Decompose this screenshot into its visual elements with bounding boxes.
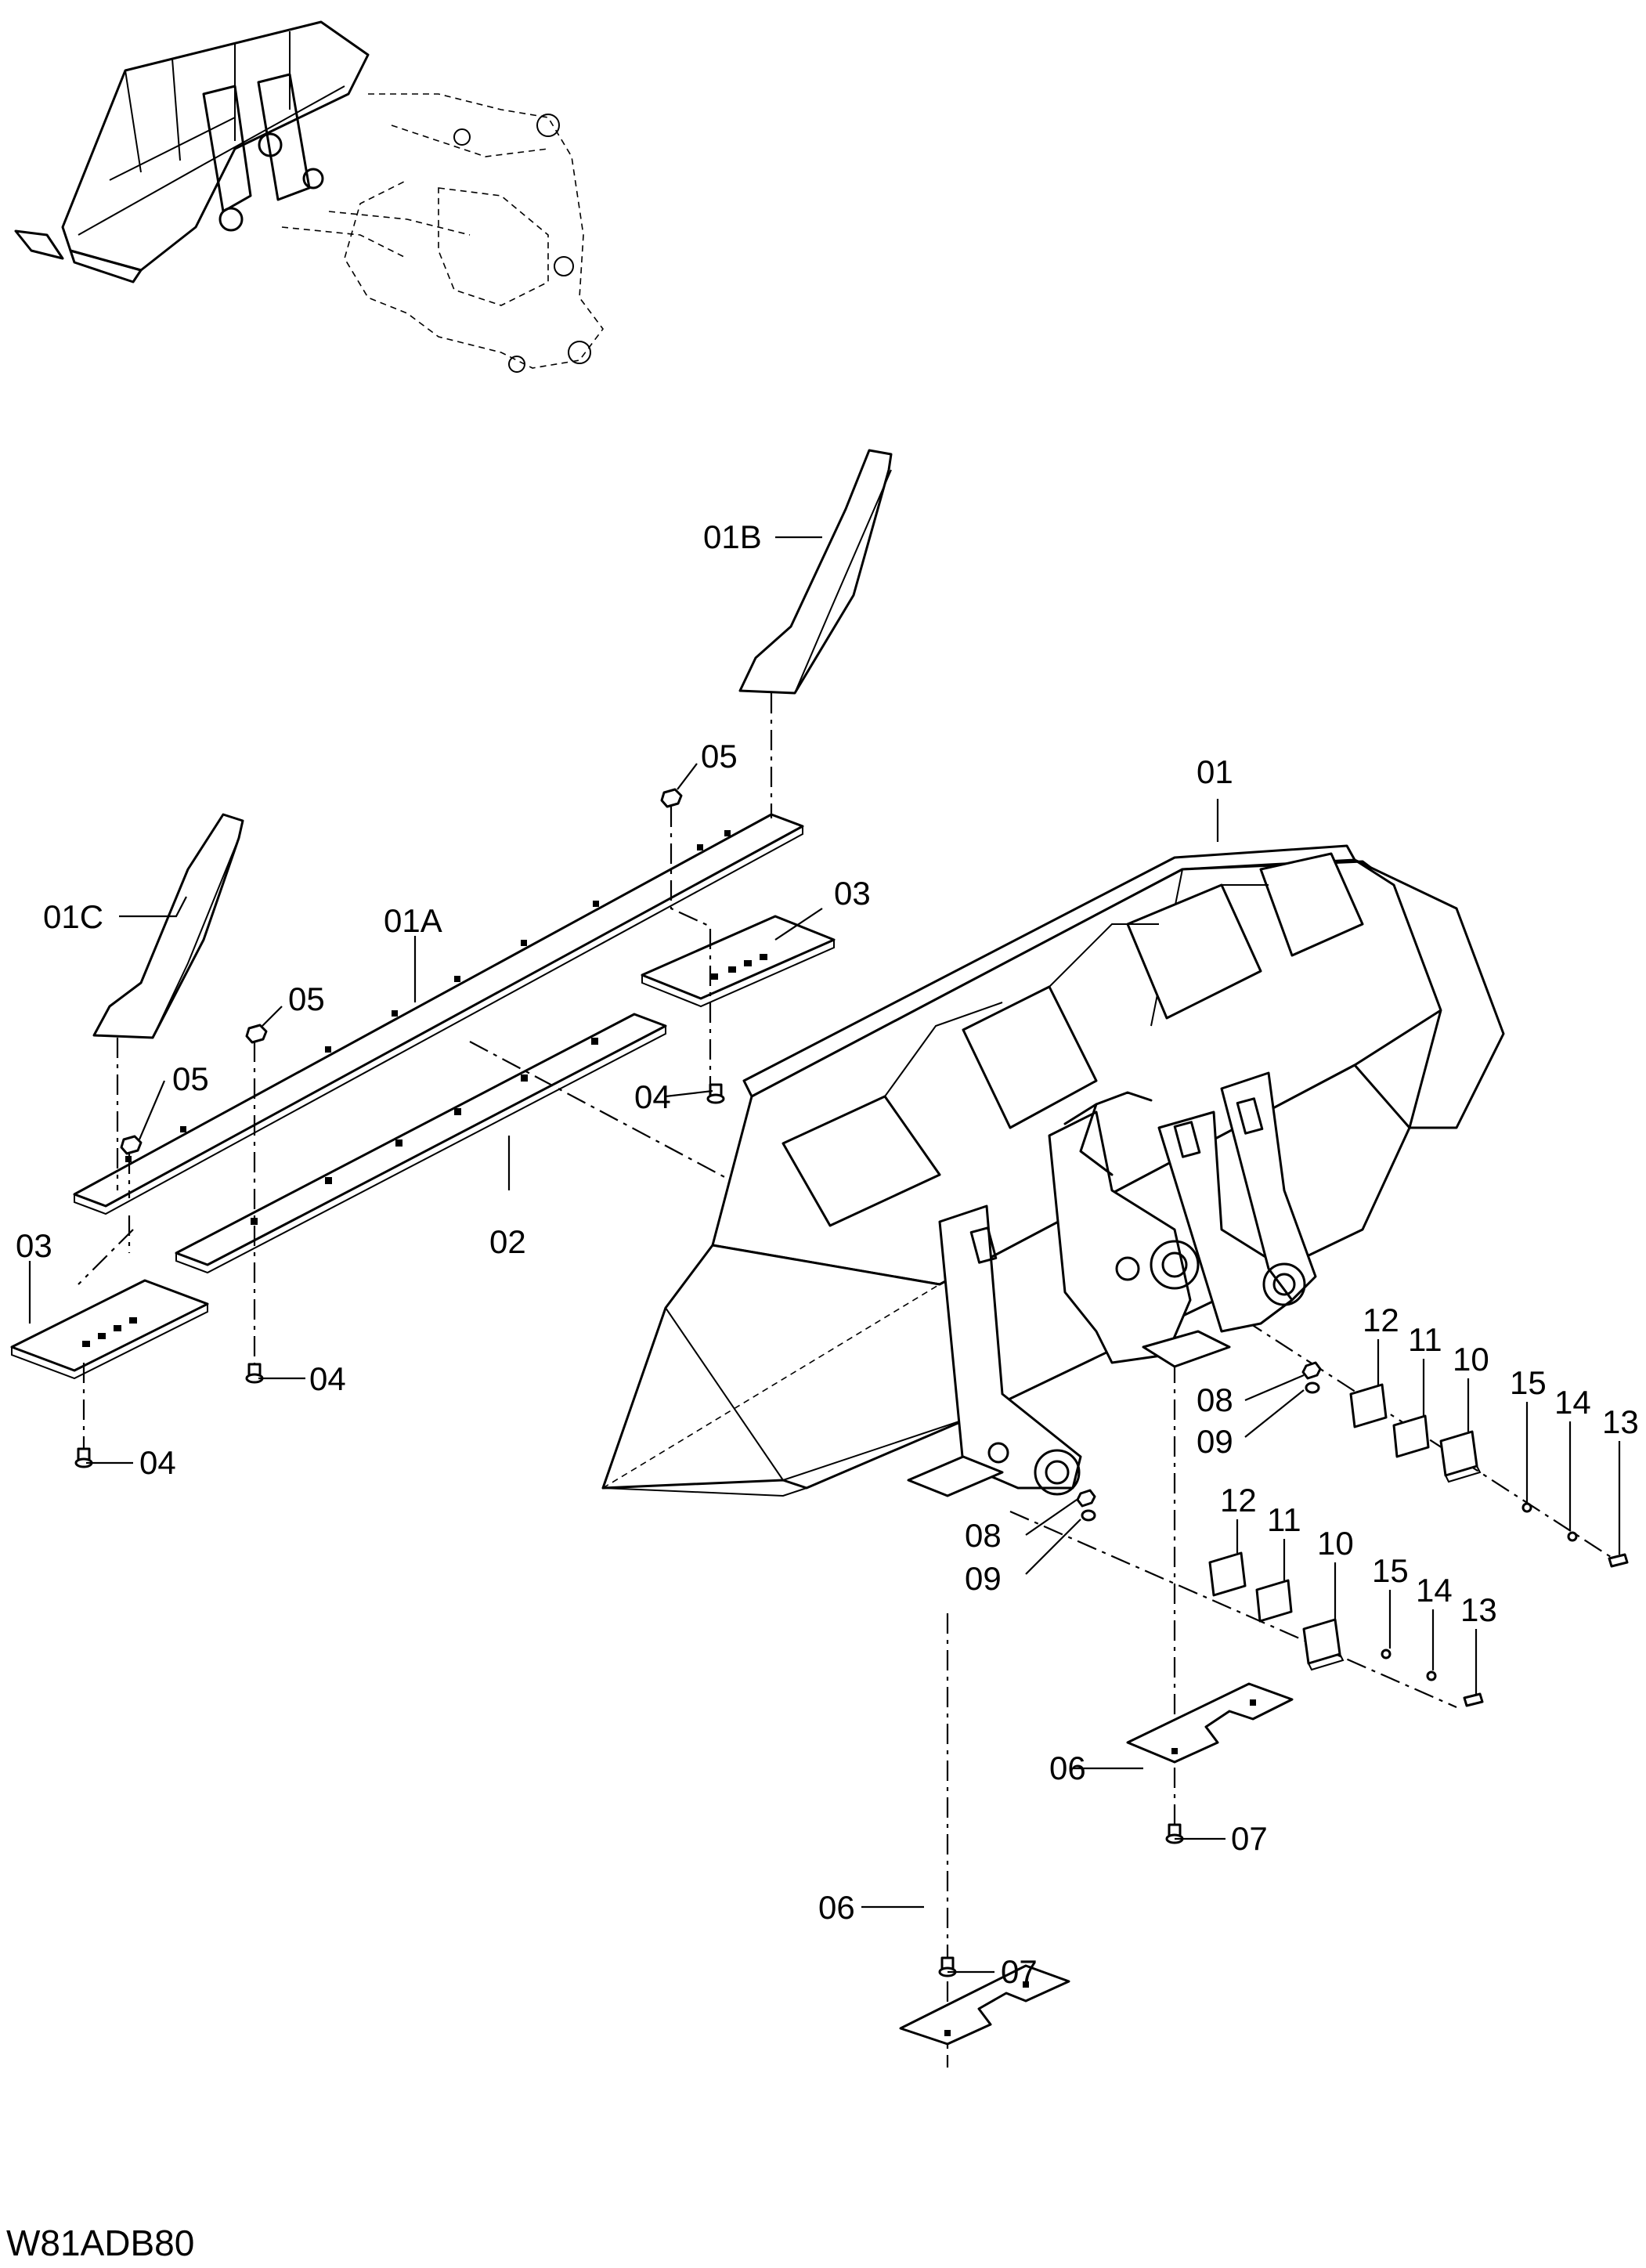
label-08-upper: 08 xyxy=(1197,1381,1233,1418)
label-15-lower: 15 xyxy=(1372,1552,1409,1589)
part-02-cutting-edge xyxy=(175,1013,667,1274)
label-13-lower: 13 xyxy=(1460,1591,1497,1628)
part-06-plate-lower xyxy=(899,1964,1070,2046)
label-09-upper: 09 xyxy=(1197,1423,1233,1460)
label-01A: 01A xyxy=(384,902,442,939)
bolts-07 xyxy=(938,1823,1184,1977)
label-10-upper: 10 xyxy=(1453,1341,1489,1378)
label-08-lower: 08 xyxy=(965,1517,1002,1554)
part-03-wear-plate-right xyxy=(641,915,836,1008)
part-01-bucket xyxy=(601,844,1505,1497)
label-04-upper: 04 xyxy=(634,1078,671,1115)
label-06-lower: 06 xyxy=(818,1889,855,1926)
label-12-upper: 12 xyxy=(1363,1302,1399,1338)
label-04-lower: 04 xyxy=(139,1444,176,1481)
label-03-right: 03 xyxy=(834,875,871,912)
callout-labels: 01 01B 01C 01A 02 03 03 04 04 04 05 05 0… xyxy=(16,518,1639,1990)
label-09-lower: 09 xyxy=(965,1560,1002,1597)
label-01B: 01B xyxy=(703,518,762,555)
label-02: 02 xyxy=(489,1223,526,1260)
part-06-plate-upper xyxy=(1126,1682,1294,1764)
label-12-lower: 12 xyxy=(1220,1482,1257,1519)
label-06-upper: 06 xyxy=(1049,1750,1086,1786)
label-13-upper: 13 xyxy=(1602,1403,1639,1440)
label-14-lower: 14 xyxy=(1416,1572,1453,1609)
overview-inset xyxy=(14,20,604,373)
label-10-lower: 10 xyxy=(1317,1525,1354,1562)
label-03-left: 03 xyxy=(16,1227,52,1264)
part-01C-side-cutting-edge xyxy=(92,813,244,1039)
part-03-wear-plate-left xyxy=(10,1279,209,1380)
shim-stack-upper xyxy=(1301,1361,1629,1568)
part-01A-cutting-edge xyxy=(73,813,804,1215)
label-01C: 01C xyxy=(43,898,103,935)
label-14-upper: 14 xyxy=(1554,1384,1591,1421)
label-05-mid: 05 xyxy=(288,981,325,1017)
shim-stack-lower xyxy=(1076,1489,1484,1707)
nuts-05 xyxy=(120,788,683,1155)
label-11-upper: 11 xyxy=(1408,1321,1442,1358)
label-04-mid: 04 xyxy=(309,1360,346,1397)
label-05-top: 05 xyxy=(701,738,738,775)
label-05-left: 05 xyxy=(172,1060,209,1097)
leader-lines xyxy=(28,536,1621,1974)
label-01: 01 xyxy=(1197,753,1233,790)
label-07-lower: 07 xyxy=(1001,1953,1038,1990)
part-01B-side-cutting-edge xyxy=(738,449,893,695)
label-11-lower: 11 xyxy=(1267,1501,1301,1538)
label-07-upper: 07 xyxy=(1231,1820,1268,1857)
figure-code: W81ADB80 xyxy=(6,2223,194,2263)
label-15-upper: 15 xyxy=(1510,1364,1547,1401)
